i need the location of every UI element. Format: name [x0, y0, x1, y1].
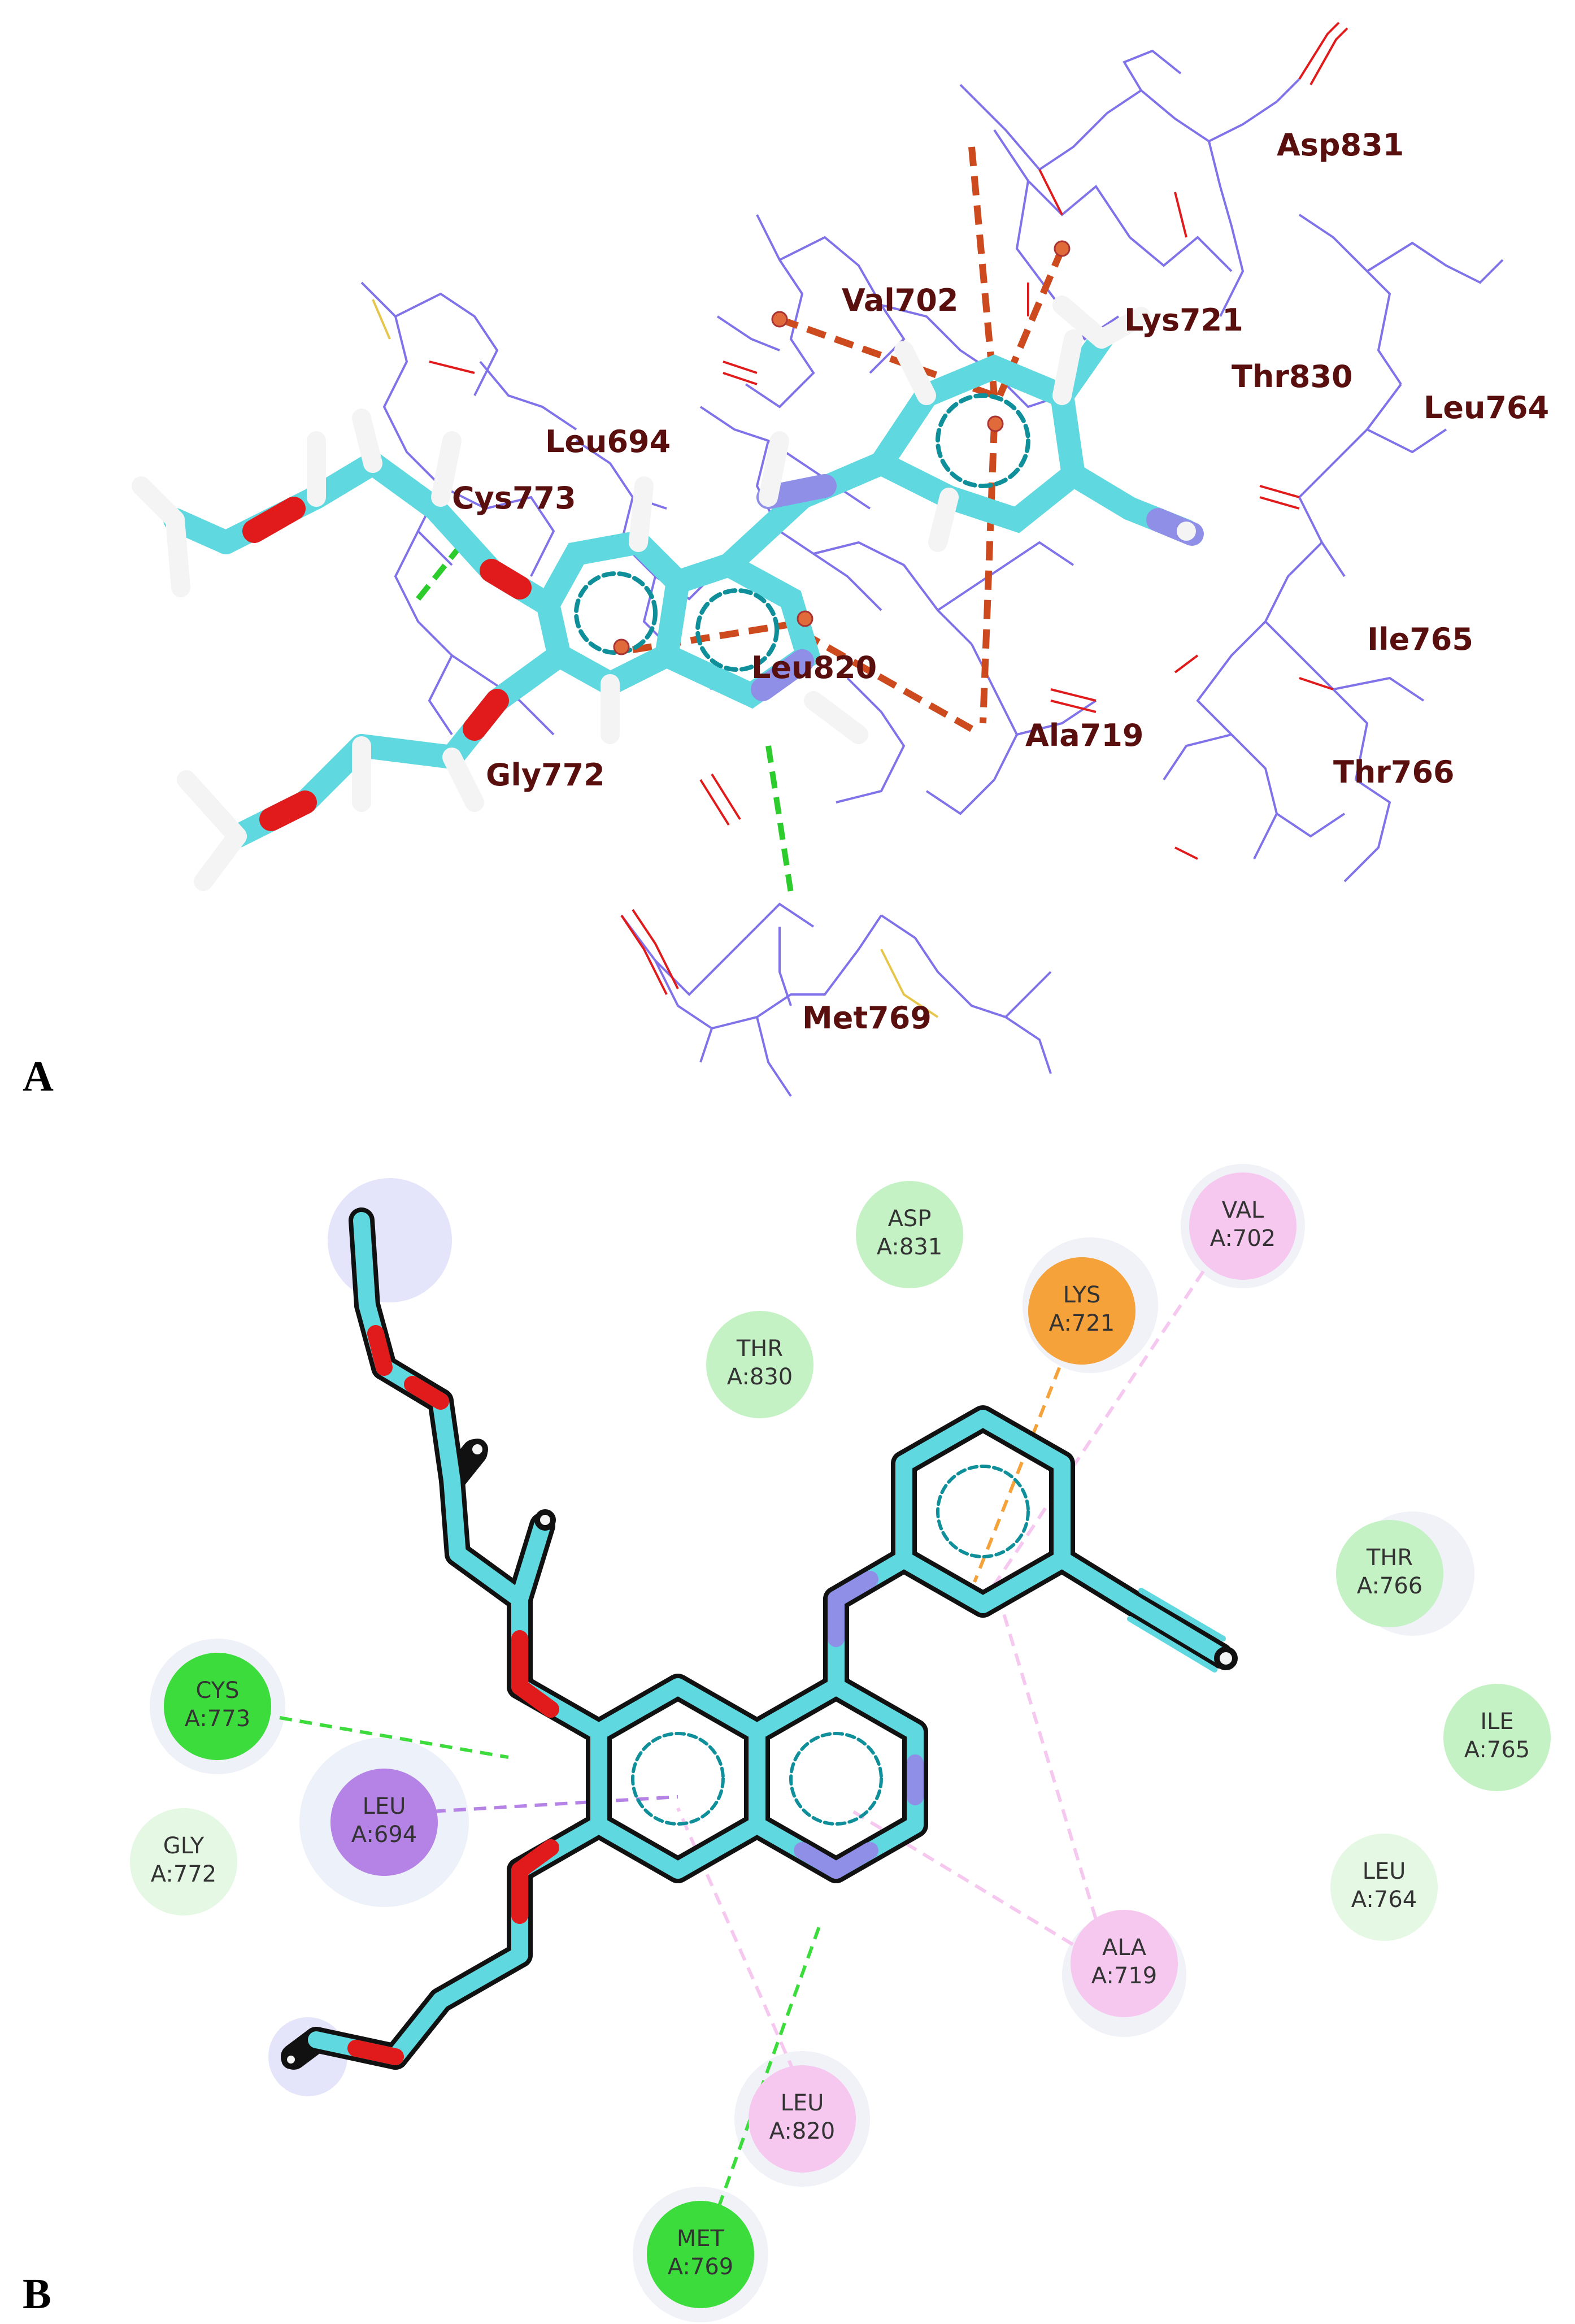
svg-text:A:773: A:773 [185, 1706, 250, 1732]
hbond-lines-3d [416, 540, 794, 893]
residue-label-leu820: Leu820 [751, 650, 877, 685]
residue-asp831: ASP A:831 [856, 1181, 963, 1288]
protein-sulfur-lines [372, 299, 939, 1018]
svg-text:LYS: LYS [1063, 1282, 1101, 1308]
svg-text:A:764: A:764 [1351, 1887, 1417, 1913]
svg-text:A:831: A:831 [877, 1234, 942, 1260]
svg-text:ILE: ILE [1480, 1709, 1513, 1735]
svg-text:LEU: LEU [781, 2090, 824, 2116]
svg-text:A:766: A:766 [1357, 1573, 1422, 1599]
svg-text:THR: THR [736, 1336, 783, 1362]
protein-wire-lines [360, 49, 1504, 1097]
panel-label-a: A [23, 1053, 54, 1100]
svg-text:GLY: GLY [163, 1833, 205, 1859]
panel-a-3d-pose: Asp831 Val702 Lys721 Thr830 Leu764 Leu69… [23, 21, 1549, 1100]
svg-text:A:830: A:830 [727, 1364, 793, 1390]
svg-text:A:694: A:694 [351, 1822, 417, 1848]
panel-label-b: B [23, 2270, 51, 2318]
residue-lys721: LYS A:721 [1028, 1257, 1135, 1365]
ligand-3d-sticks [132, 240, 1204, 891]
residue-val702: VAL A:702 [1189, 1172, 1296, 1280]
residue-leu820: LEU A:820 [749, 2065, 856, 2173]
residue-label-ala719: Ala719 [1025, 718, 1143, 753]
svg-text:CYS: CYS [195, 1678, 239, 1704]
residue-labels-3d: Asp831 Val702 Lys721 Thr830 Leu764 Leu69… [452, 127, 1549, 1036]
residue-label-ile765: Ile765 [1367, 622, 1473, 657]
svg-text:ASP: ASP [888, 1206, 932, 1232]
residue-label-cys773: Cys773 [452, 480, 576, 516]
residue-ala719: ALA A:719 [1071, 1910, 1178, 2017]
svg-text:A:820: A:820 [769, 2118, 835, 2144]
svg-text:ALA: ALA [1102, 1935, 1147, 1961]
svg-text:THR: THR [1366, 1545, 1413, 1571]
svg-text:A:765: A:765 [1464, 1737, 1530, 1763]
residue-cys773: CYS A:773 [164, 1653, 271, 1760]
svg-text:LEU: LEU [363, 1793, 406, 1819]
svg-text:MET: MET [677, 2226, 725, 2252]
residue-met769: MET A:769 [647, 2201, 754, 2308]
residue-label-thr766: Thr766 [1333, 754, 1455, 790]
residue-thr830: THR A:830 [706, 1311, 813, 1418]
residue-label-leu764: Leu764 [1424, 390, 1549, 425]
residue-label-met769: Met769 [802, 1000, 932, 1036]
residue-label-gly772: Gly772 [486, 757, 605, 793]
residue-label-thr830: Thr830 [1232, 359, 1353, 394]
residue-leu694: LEU A:694 [330, 1769, 438, 1876]
residue-label-val702: Val702 [842, 283, 959, 318]
protein-carbonyl-lines [429, 21, 1348, 995]
svg-text:A:769: A:769 [668, 2254, 733, 2280]
svg-text:VAL: VAL [1222, 1197, 1264, 1223]
svg-text:A:721: A:721 [1049, 1310, 1115, 1336]
residue-leu764: LEU A:764 [1330, 1834, 1438, 1941]
residue-label-lys721: Lys721 [1124, 302, 1243, 338]
residue-ile765: ILE A:765 [1443, 1684, 1551, 1791]
residue-label-asp831: Asp831 [1277, 127, 1404, 163]
residue-discs-2d: ASP A:831 THR A:830 LYS A:721 VAL A:702 … [130, 1172, 1551, 2308]
residue-gly772: GLY A:772 [130, 1808, 237, 1915]
panel-b-2d-interactions: ASP A:831 THR A:830 LYS A:721 VAL A:702 … [23, 1164, 1551, 2322]
svg-text:A:719: A:719 [1091, 1963, 1157, 1989]
residue-thr766: THR A:766 [1336, 1520, 1443, 1627]
svg-text:A:772: A:772 [151, 1861, 216, 1887]
residue-label-leu694: Leu694 [545, 424, 671, 459]
ligand-2d-skeleton [281, 1207, 1238, 2070]
svg-text:LEU: LEU [1363, 1858, 1406, 1884]
svg-text:A:702: A:702 [1210, 1226, 1276, 1252]
